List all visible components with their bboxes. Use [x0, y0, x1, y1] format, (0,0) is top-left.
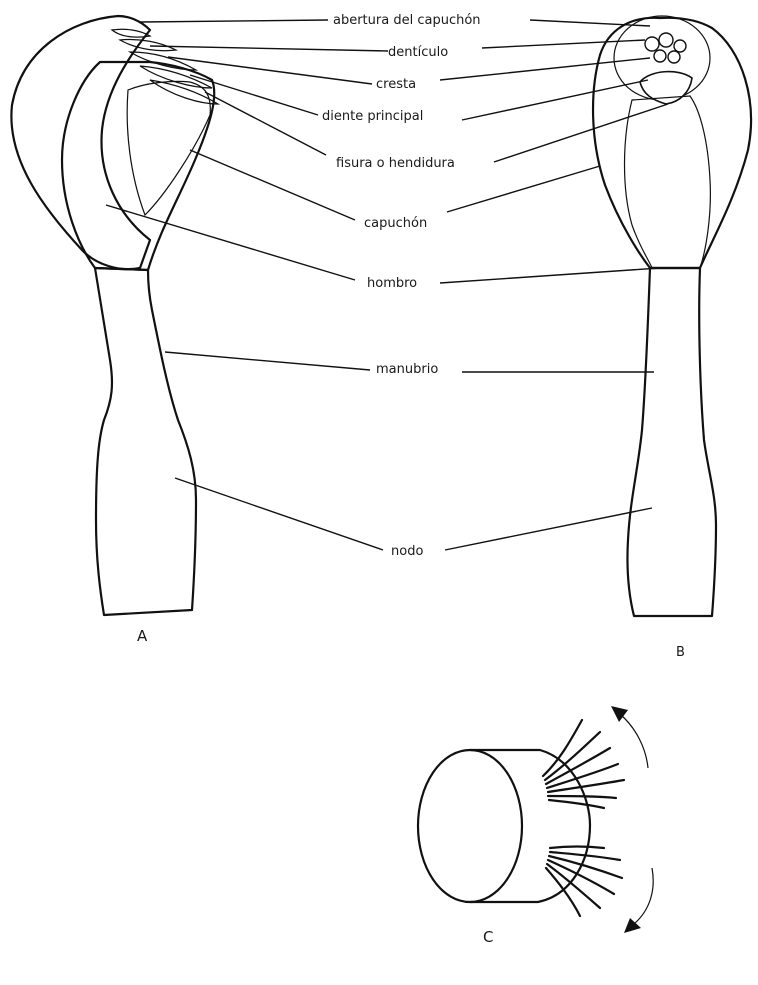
label-abertura: abertura del capuchón: [333, 13, 481, 28]
denticles-b: [645, 33, 686, 63]
label-fisura: fisura o hendidura: [336, 156, 455, 171]
manubrio-shape-a: [95, 268, 196, 615]
label-cresta: cresta: [376, 77, 416, 92]
panel-label-b: B: [676, 645, 685, 660]
panel-label-a: A: [137, 627, 148, 645]
figure-c: [418, 706, 653, 933]
label-nodo: nodo: [391, 544, 423, 559]
body-b: [625, 96, 711, 268]
label-diente-principal: diente principal: [322, 109, 423, 124]
label-hombro: hombro: [367, 276, 417, 291]
label-capuchon: capuchón: [364, 216, 427, 231]
label-manubrio: manubrio: [376, 362, 438, 377]
arrow-down-icon: [634, 868, 653, 924]
label-denticulo: dentículo: [388, 45, 448, 60]
figure-a: [11, 16, 218, 615]
arrow-up-icon: [620, 714, 648, 768]
figure-b: [593, 16, 751, 616]
cylinder-body: [470, 750, 590, 902]
manubrio-shape-b: [627, 268, 716, 616]
cylinder-face: [418, 750, 522, 902]
panel-label-c: C: [483, 928, 493, 946]
labels: abertura del capuchón dentículo cresta d…: [137, 13, 685, 946]
